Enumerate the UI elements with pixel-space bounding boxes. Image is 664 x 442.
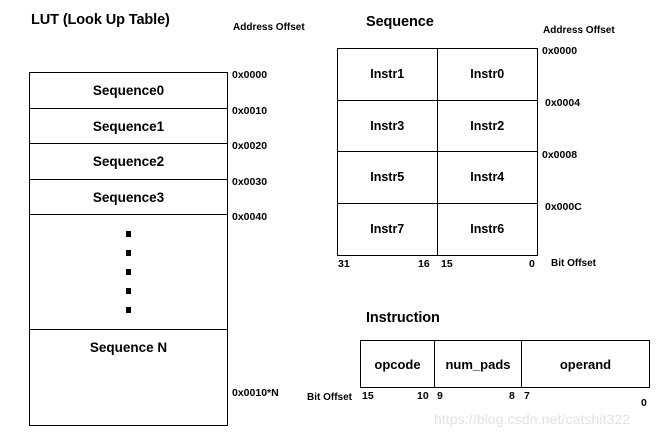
sequence-table: Instr1 Instr0 Instr3 Instr2 Instr5 Instr… xyxy=(337,48,538,256)
lut-address-3: 0x0030 xyxy=(232,176,268,188)
lut-row: Sequence2 xyxy=(30,144,227,180)
sequence-address-0: 0x0000 xyxy=(542,45,578,57)
instruction-title: Instruction xyxy=(366,310,440,326)
instruction-field-operand: operand xyxy=(559,356,612,372)
sequence-cell-low: Instr2 xyxy=(470,118,505,133)
lut-address-4: 0x0040 xyxy=(232,211,268,223)
sequence-row: Instr1 Instr0 xyxy=(338,49,537,101)
lut-address-n: 0x0010*N xyxy=(232,387,279,399)
instruction-bit-msb-opcode: 15 xyxy=(362,390,374,402)
sequence-cell-high: Instr5 xyxy=(338,152,438,203)
sequence-title: Sequence xyxy=(366,14,434,30)
vertical-ellipsis-icon xyxy=(126,231,131,313)
sequence-bit-offset-label: Bit Offset xyxy=(551,258,596,269)
sequence-cell-low: Instr6 xyxy=(470,222,505,237)
instruction-bit-lsb-num-pads: 8 xyxy=(509,390,515,402)
instruction-box: opcode num_pads operand xyxy=(360,340,650,388)
lut-row: Sequence3 xyxy=(30,180,227,215)
sequence-row: Instr7 Instr6 xyxy=(338,203,537,255)
sequence-cell-high: Instr1 xyxy=(338,49,438,100)
instruction-field-opcode: opcode xyxy=(361,341,435,387)
sequence-row: Instr3 Instr2 xyxy=(338,100,537,152)
sequence-cell-low: Instr4 xyxy=(470,170,505,185)
sequence-address-2: 0x0008 xyxy=(542,149,578,161)
instruction-bit-lsb-operand: 0 xyxy=(641,397,647,409)
sequence-address-3: 0x000C xyxy=(545,201,582,213)
instruction-bit-msb-operand: 7 xyxy=(524,390,530,402)
lut-row-label: Sequence2 xyxy=(92,154,165,169)
sequence-address-offset-label: Address Offset xyxy=(543,25,615,36)
sequence-cell-low: Instr0 xyxy=(470,67,505,82)
lut-row-label: Sequence1 xyxy=(92,118,165,134)
sequence-bit-tick-15: 15 xyxy=(441,258,453,270)
lut-row: Sequence1 xyxy=(30,109,227,144)
sequence-address-1: 0x0004 xyxy=(545,97,581,109)
lut-table: Sequence0 Sequence1 Sequence2 Sequence3 … xyxy=(29,72,228,426)
lut-row-label: Sequence N xyxy=(89,339,168,355)
lut-row-ellipsis xyxy=(30,215,227,330)
lut-address-1: 0x0010 xyxy=(232,105,268,117)
sequence-bit-tick-0: 0 xyxy=(529,258,535,270)
sequence-bit-tick-16: 16 xyxy=(418,258,430,270)
instruction-bit-offset-label: Bit Offset xyxy=(307,392,352,403)
lut-address-2: 0x0020 xyxy=(232,140,268,152)
lut-row-label: Sequence0 xyxy=(92,83,165,98)
watermark-text: https://blog.csdn.net/catshit322 xyxy=(434,411,631,427)
sequence-row: Instr5 Instr4 xyxy=(338,152,537,204)
sequence-cell-high: Instr7 xyxy=(338,203,438,255)
lut-row-label: Sequence3 xyxy=(92,189,165,205)
lut-title: LUT (Look Up Table) xyxy=(31,12,170,28)
sequence-bit-tick-31: 31 xyxy=(338,258,350,270)
sequence-cell-high: Instr3 xyxy=(338,100,438,151)
lut-address-offset-label: Address Offset xyxy=(233,22,305,33)
instruction-bit-msb-num-pads: 9 xyxy=(437,390,443,402)
instruction-bit-lsb-opcode: 10 xyxy=(417,390,429,402)
lut-address-0: 0x0000 xyxy=(232,69,268,81)
lut-row: Sequence0 xyxy=(30,73,227,109)
instruction-field-num-pads: num_pads xyxy=(435,341,522,387)
lut-row: Sequence N xyxy=(30,330,227,364)
